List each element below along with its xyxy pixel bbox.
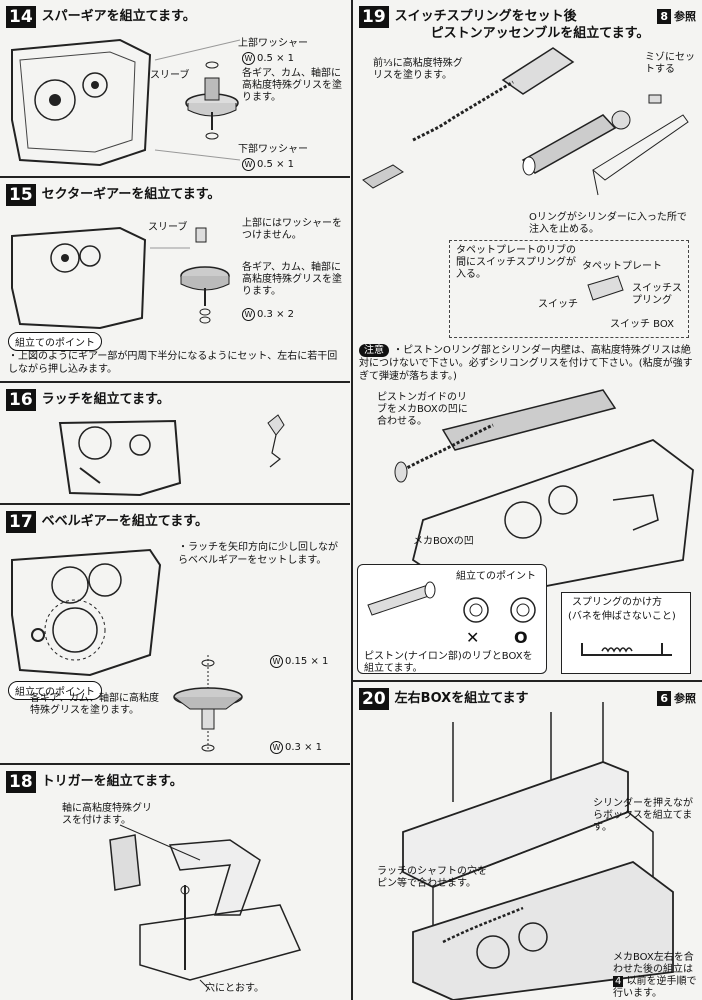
assembly-point-text: ・上図のようにギアー部が円周下半分になるようにセット、左右に若干回しながら押し込… [8, 351, 338, 375]
step-20: 20 左右BOXを組立てます 6 参照 シリンダーを押えながらボックスを組立てま… [353, 682, 702, 1000]
cylinder-note: シリンダーを押えながらボックスを組立てます。 [593, 798, 693, 833]
step-number: 20 [359, 688, 389, 710]
step-number: 16 [6, 389, 36, 411]
grease-note: 各ギア、カム、軸部に高粘度特殊グリスを塗ります。 [242, 262, 342, 297]
sector-gear-illustration [11, 226, 230, 330]
tappet-plate-label: タペットプレート [582, 261, 662, 272]
step-17: 17 ベベルギアーを組立てます。 ・ラッチを矢印方向に少し回しながらベベルギアー… [0, 505, 350, 765]
mecha-box-ref: 4 [613, 976, 624, 987]
step-number: 15 [6, 184, 36, 206]
step-16: 16 ラッチを組立てます。 [0, 383, 350, 505]
no-washer-note: 上部にはワッシャーをつけません。 [242, 218, 342, 241]
step-title: ラッチを組立てます。 [41, 392, 170, 407]
lower-washer-label: 下部ワッシャー [238, 144, 308, 155]
spring-hook-panel: スプリングのかけ方 (バネを伸ばさないこと) [561, 592, 691, 674]
reference-number: 8 [657, 8, 671, 24]
washer-icon: W [242, 52, 255, 65]
grease-note: 各ギア、カム、軸部に高粘度特殊グリスを塗ります。 [30, 693, 159, 716]
caution-note: 注意・ピストンOリング部とシリンダー内壁は、高粘度特殊グリスは絶対につけないで下… [359, 344, 697, 383]
caution-text: ・ピストンOリング部とシリンダー内壁は、高粘度特殊グリスは絶対につけないで下さい… [359, 345, 693, 382]
assembly-point-badge: 組立てのポイント [8, 332, 102, 351]
caution-badge: 注意 [359, 344, 389, 357]
step-number: 14 [6, 6, 36, 28]
switch-spring-label: スイッチスプリング [632, 283, 682, 306]
step-title: 左右BOXを組立てます [394, 691, 529, 706]
step-title-line1: スイッチスプリングをセット後 [394, 9, 577, 24]
assembly-point-caption: ピストン(ナイロン部)のリブとBOXを組立てます。 [364, 651, 533, 674]
piston-rib-detail [367, 581, 536, 623]
washer-icon: W [242, 158, 255, 171]
reference-number: 6 [657, 690, 671, 706]
spring-hook-title: スプリングのかけ方 [572, 597, 662, 608]
reference-label: 参照 [674, 10, 696, 23]
tappet-rib-note: タペットプレートのリブの間にスイッチスプリングが入る。 [456, 245, 576, 280]
step-number: 18 [6, 771, 36, 793]
latch-illustration [58, 414, 285, 497]
spring-hook-diagram [581, 643, 672, 656]
assembly-point-panel: 組立てのポイント ✕ O ピストン(ナイロン部)のリブとBOXを組立てます。 [357, 564, 547, 674]
washer-icon: W [242, 308, 255, 321]
washer-icon: W [270, 741, 283, 754]
washer-icon: W [270, 655, 283, 668]
shaft-grease-note: 軸に高粘度特殊グリスを付けます。 [62, 803, 152, 826]
right-mark: O [514, 628, 528, 647]
hole-note: 穴にとおす。 [205, 983, 264, 994]
column-divider [351, 0, 353, 1000]
sleeve-label: スリーブ [150, 70, 190, 81]
step-number: 17 [6, 511, 36, 533]
reference-badge: 8 参照 [657, 8, 696, 24]
step-number: 19 [359, 6, 389, 28]
bevel-gear-illustration [11, 548, 243, 752]
mecha-box-note: メカBOX左右を合わせた後の組立は 4 以前を逆手順で行います。 [613, 952, 697, 999]
switch-box-label: スイッチ BOX [610, 319, 674, 330]
piston-guide-note: ピストンガイドのリブをメカBOXの凹に合わせる。 [377, 392, 468, 427]
step-19: 19 スイッチスプリングをセット後 ピストンアッセンブルを組立てます。 8 参照 [353, 0, 702, 682]
step-title: トリガーを組立てます。 [41, 774, 183, 789]
step-15: 15 セクターギアーを組立てます。 スリーブ 上部にはワッシャーをつけません。 … [0, 178, 350, 383]
switch-label: スイッチ [538, 299, 578, 310]
wrong-mark: ✕ [466, 628, 480, 647]
latch-note: ・ラッチを矢印方向に少し回しながらベベルギアーをセットします。 [178, 542, 338, 566]
step-title-line2: ピストンアッセンブルを組立てます。 [430, 26, 650, 41]
box-assembly-illustration [402, 702, 674, 1000]
groove-note: ミゾにセットする [645, 52, 695, 75]
reference-label: 参照 [674, 692, 696, 705]
gearbox-illustration [11, 38, 241, 167]
sleeve-label: スリーブ [148, 222, 188, 233]
latch-shaft-note: ラッチのシャフトの穴をピン等で合わせます。 [377, 866, 487, 889]
step-title: ベベルギアーを組立てます。 [41, 514, 208, 529]
assembly-point-title: 組立てのポイント [456, 571, 536, 582]
reference-badge: 6 参照 [657, 690, 696, 706]
trigger-illustration [109, 824, 302, 991]
assembly-point-badge: 組立てのポイント [8, 681, 102, 700]
spring-hook-subtitle: (バネを伸ばさないこと) [568, 611, 676, 622]
step-18: 18 トリガーを組立てます。 軸に高粘度特殊グリスを付けます。 穴にとおす。 [0, 765, 350, 1000]
switch-spring-detail: タペットプレートのリブの間にスイッチスプリングが入る。 タペットプレート スイッ… [449, 240, 689, 338]
oring-note: Oリングがシリンダーに入った所で注入を止める。 [529, 212, 687, 235]
step-title: セクターギアーを組立てます。 [41, 187, 221, 202]
grease-note: 各ギア、カム、軸部に高粘度特殊グリスを塗ります。 [242, 68, 342, 103]
mecha-box-notch-label: メカBOXの凹 [413, 536, 474, 547]
front-grease-note: 前⅓に高粘度特殊グリスを塗ります。 [373, 58, 463, 81]
step-title: スパーギアを組立てます。 [41, 9, 196, 24]
piston-exploded-illustration [362, 47, 694, 601]
upper-washer-label: 上部ワッシャー [238, 38, 308, 49]
